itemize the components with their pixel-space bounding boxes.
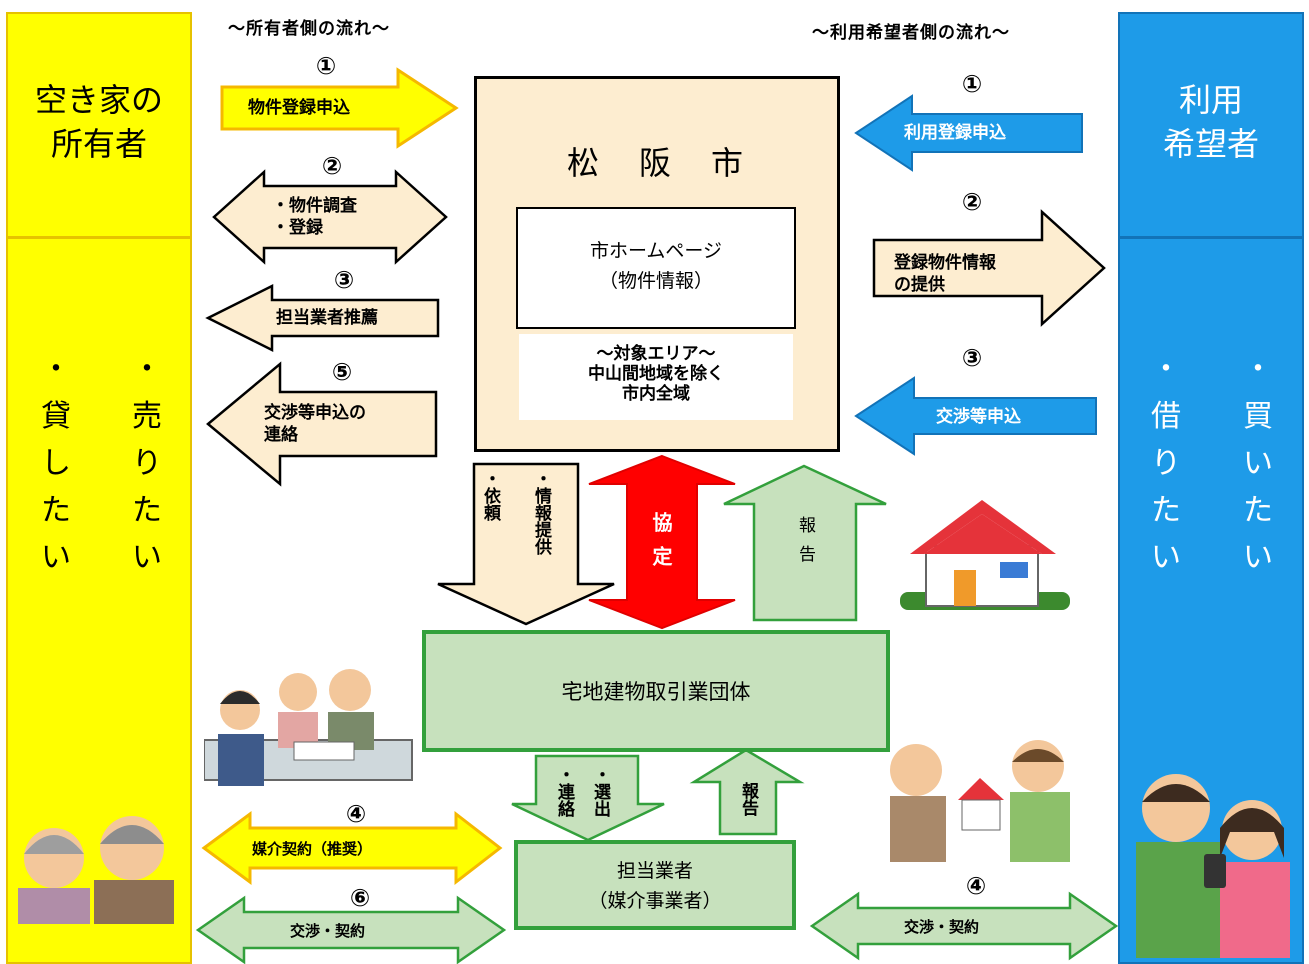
target-area-text: ～対象エリア～ 中山間地域を除く 市内全域 [588,344,724,404]
handover-house-illustration [890,740,1070,862]
user-column-divider [1118,236,1304,239]
owner-column-divider [6,236,192,239]
owner-column [6,12,192,964]
owner-step4-label: 媒介契約（推奨） [252,840,373,858]
city-homepage-box [516,207,796,329]
user-step2-arrow [872,209,1106,327]
want-to-rent-out-text: ・貸したい [41,352,71,575]
user-step1-number: ① [961,70,983,98]
owner-step2-label: ・物件調査 ・登録 [272,196,357,238]
owner-step4-number: ④ [345,800,367,828]
user-title: 利用 希望者 [1162,81,1259,163]
user-step1-label: 利用登録申込 [904,123,1006,143]
request-info-arrow [437,462,615,626]
owner-step3-label: 担当業者推薦 [276,308,378,328]
select-contact-arrow [511,754,665,842]
user-step4-label: 交渉・契約 [904,918,980,936]
contact-label: ・連絡 [554,766,574,817]
city-name: 松 阪 市 [566,144,747,182]
user-step3-arrow [854,376,1097,456]
info-provision-label: ・情報提供 [531,470,551,555]
owner-step3-arrow [205,283,440,353]
young-couple-smartphone-illustration [1136,774,1290,958]
owner-step5-number: ⑤ [331,358,353,386]
agent-box [514,840,796,930]
report2-arrow [689,748,805,836]
user-step4-number: ④ [965,872,987,900]
user-step3-label: 交渉等申込 [936,407,1021,427]
owner-step6-label: 交渉・契約 [290,922,366,940]
agreement-label: 協定 [649,512,673,580]
user-step2-number: ② [961,188,983,216]
agent-text: 担当業者 （媒介事業者） [588,860,722,912]
owner-step6-arrow [195,895,507,964]
city-homepage-text: 市ホームページ （物件情報） [589,240,723,292]
owner-step1-label: 物件登録申込 [248,98,350,118]
elderly-couple-illustration [18,816,174,924]
report2-label: 報告 [738,782,758,816]
owner-step4-arrow [201,810,503,886]
want-to-buy-text: ・買いたい [1243,352,1273,575]
owner-title: 空き家の 所有者 [34,81,163,163]
agreement-arrow [588,454,736,630]
owner-step2-number: ② [321,152,343,180]
want-to-sell-text: ・売りたい [132,352,162,575]
owner-step6-number: ⑥ [349,884,371,912]
target-area-box [519,334,793,420]
real-estate-association-box [422,630,890,752]
user-step2-label: 登録物件情報 の提供 [894,253,996,295]
real-estate-association-text: 宅地建物取引業団体 [561,680,751,704]
owner-step2-arrow [212,169,448,265]
report-arrow [723,464,887,622]
owner-step1-arrow [220,67,459,149]
want-to-borrow-text: ・借りたい [1151,352,1181,575]
owner-step1-number: ① [315,52,337,80]
owner-flow-heading: ～所有者側の流れ～ [228,19,390,39]
owner-step5-arrow [206,361,438,487]
request-label: ・依頼 [480,470,500,521]
owner-step3-number: ③ [333,266,355,294]
owner-step5-label: 交渉等申込の 連絡 [264,403,366,445]
user-step3-number: ③ [961,344,983,372]
house-illustration [900,500,1070,610]
meeting-illustration [204,669,413,786]
user-step4-arrow [809,891,1119,961]
user-flow-heading: ～利用希望者側の流れ～ [812,23,1010,43]
select-label: ・選出 [590,766,610,817]
report-label: 報告 [795,516,815,574]
user-step1-arrow [854,94,1083,172]
